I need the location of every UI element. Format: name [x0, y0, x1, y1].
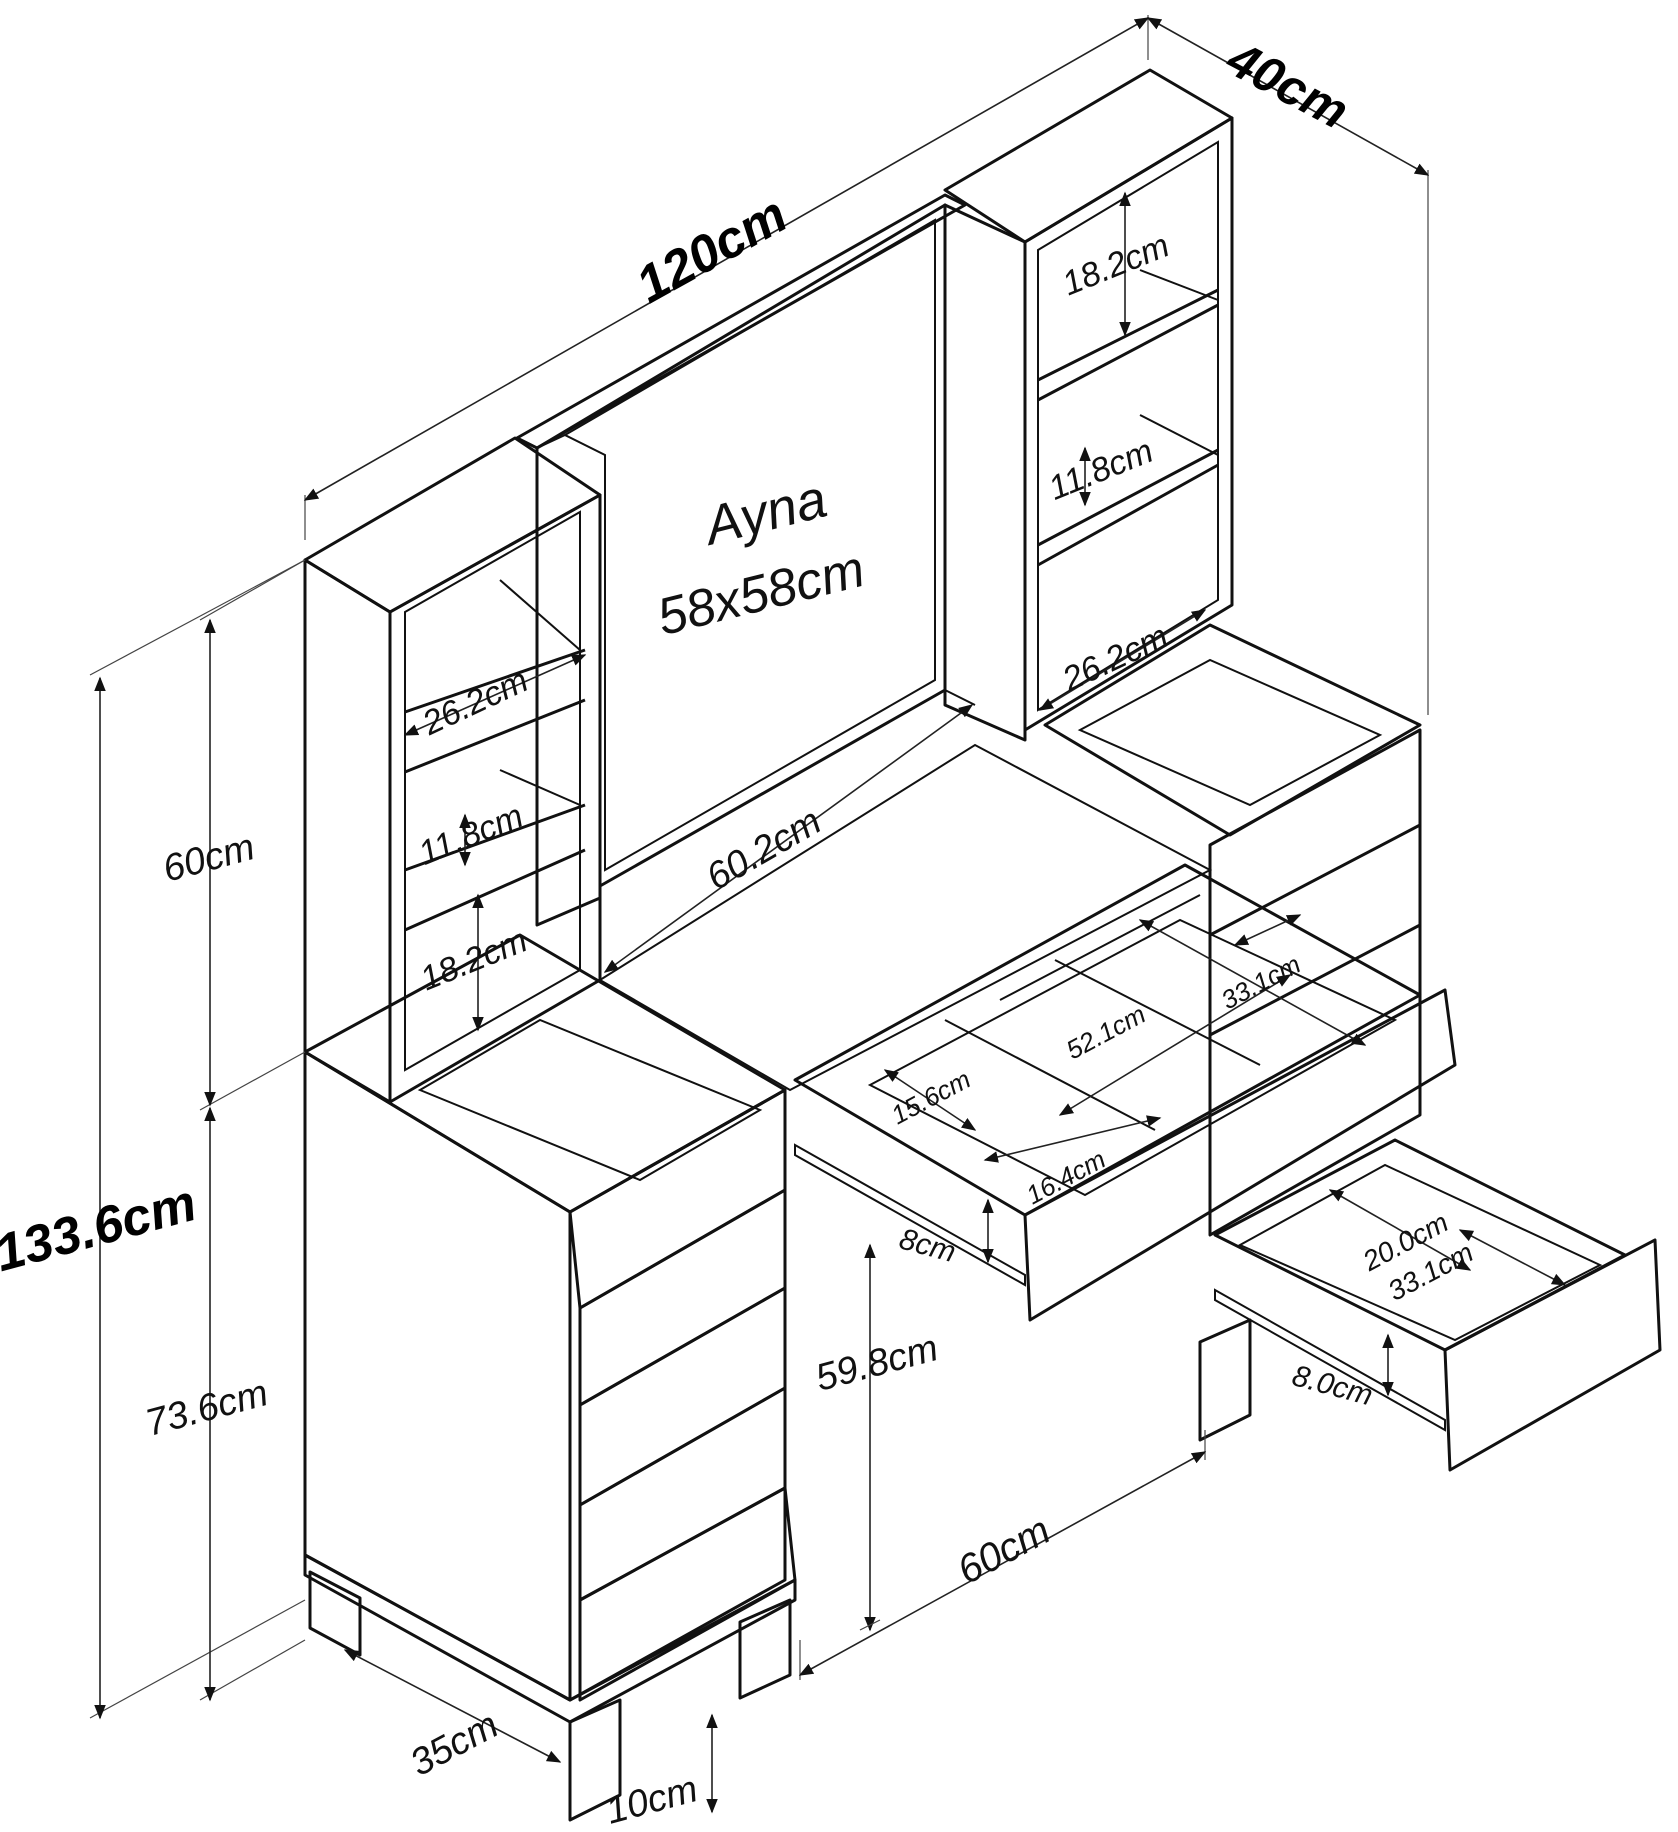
left-cabinet-side	[303, 1050, 572, 1702]
left-shelf-low-label: 18.2cm	[415, 921, 533, 998]
dimension-lines	[89, 15, 1567, 1814]
right-shelf-width-label: 26.2cm	[1056, 617, 1174, 699]
right-shelf-mid-label: 11.8cm	[1043, 432, 1158, 508]
left-shelf-mid-label: 11.8cm	[413, 797, 528, 873]
total-height-label: 133.6cm	[0, 1174, 202, 1283]
right-tower-top	[943, 68, 1234, 244]
cabinet-drawer-3	[578, 1286, 787, 1507]
leg-back	[738, 1598, 792, 1700]
center-drawer-box	[793, 863, 1422, 1217]
mirror-frame	[535, 203, 947, 927]
left-tower-front	[303, 558, 392, 1104]
drawer-compartment-d-label: 16.4cm	[1021, 1144, 1110, 1211]
left-cabinet-front	[568, 1088, 787, 1702]
left-shelf-width-label: 26.2cm	[416, 661, 534, 743]
right-tower-inner	[1037, 140, 1219, 712]
labels: Ayna 58x58cm 120cm 40cm 133.6cm 60cm 73.…	[0, 30, 1478, 1832]
right-shelf-top-label: 18.2cm	[1057, 226, 1175, 303]
center-drawer-rail	[794, 1143, 1026, 1287]
drawer-compartment-b-label: 52.1cm	[1061, 999, 1150, 1066]
mirror-name-label: Ayna	[696, 469, 832, 558]
cabinet-drawer-1	[568, 1088, 787, 1310]
small-drawer-front	[1443, 1238, 1662, 1472]
small-drawer-inner	[1237, 1163, 1603, 1342]
desk-width-label: 60cm	[950, 1508, 1057, 1593]
left-cabinet-top	[303, 933, 787, 1214]
leg-front-right	[568, 1698, 622, 1822]
cabinet-depth-label: 35cm	[403, 1704, 505, 1785]
right-cabinet-opening	[1077, 658, 1383, 807]
small-drawer-rail	[1214, 1288, 1446, 1432]
under-desk-height-label: 59.8cm	[811, 1327, 942, 1400]
left-cabinet-opening	[417, 1018, 763, 1182]
center-drawer-front	[1023, 988, 1457, 1322]
leg-height-label: 10cm	[602, 1768, 703, 1832]
drawer-height-label: 8cm	[896, 1223, 959, 1270]
lower-height-label: 73.6cm	[141, 1372, 272, 1445]
right-leg	[1198, 1318, 1252, 1442]
drawer-compartment-a-label: 15.6cm	[886, 1064, 975, 1131]
upper-height-label: 60cm	[159, 826, 260, 891]
left-tower-side	[388, 493, 602, 1104]
leg-front-left	[308, 1570, 362, 1657]
cabinet-drawer-2	[578, 1188, 787, 1407]
cabinet-drawer-4	[578, 1386, 787, 1602]
depth-label: 40cm	[1217, 30, 1357, 140]
mirror-size-label: 58x58cm	[652, 540, 871, 647]
right-tower-front	[943, 203, 1027, 742]
cabinet-plinth	[303, 1553, 797, 1724]
